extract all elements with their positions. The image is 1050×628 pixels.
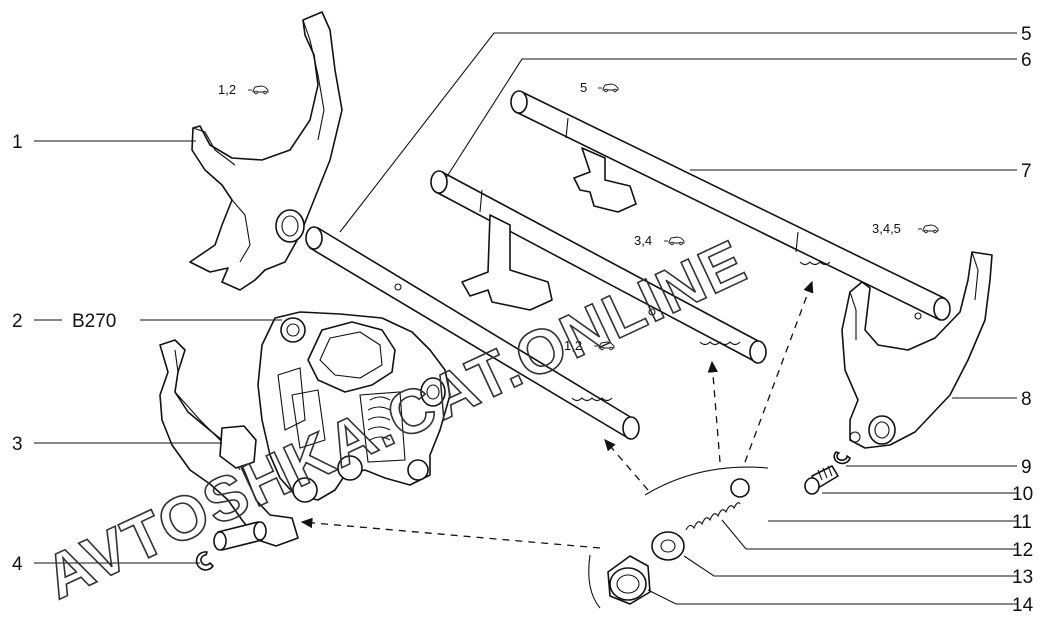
car-icon [597,83,619,93]
note-shaft-lower: 1,2 [564,338,582,353]
callout-1: 1 [12,132,23,153]
note-fork-8: 3,4,5 [872,221,901,236]
washer-13 [651,531,685,561]
callout-9: 9 [1021,457,1032,478]
callout-7: 7 [1021,161,1032,182]
callout-14: 14 [1012,595,1034,616]
callout-4: 4 [12,554,23,575]
circlip-4 [195,551,214,571]
callout-labels: 1 2 B270 3 4 5 6 7 8 9 10 11 12 13 14 [12,24,1034,616]
selector-shaft-7 [510,90,951,321]
assembly-arrows [300,280,814,609]
spring-12 [685,502,741,531]
callout-13: 13 [1012,567,1033,588]
note-shaft-6: 3,4 [634,233,652,248]
note-fork-1: 1,2 [218,82,236,97]
callout-3: 3 [12,434,23,455]
car-icon [247,85,269,95]
callout-5: 5 [1021,24,1032,45]
selector-shaft-5 [305,226,640,440]
callout-12: 12 [1012,540,1033,561]
callout-2: 2 [12,311,23,332]
part-ref-b270: B270 [72,311,116,332]
shift-fork-1 [189,11,343,291]
note-shaft-5: 5 [580,80,587,95]
selector-housing-2 [257,311,451,503]
selector-shaft-6 [430,170,767,364]
callout-8: 8 [1021,389,1032,410]
leader-lines [34,32,1017,605]
lock-washer-9 [833,451,851,465]
callout-10: 10 [1012,484,1033,505]
applicability-notes: 1,2 5 3,4 3,4,5 1,2 [218,80,939,353]
bolt-10 [804,465,839,495]
car-icon [917,224,939,234]
callout-6: 6 [1021,50,1032,71]
shift-fork-8 [841,251,993,449]
car-icon [663,236,685,246]
callout-11: 11 [1012,512,1032,533]
plug-14 [607,555,651,605]
ball-11 [730,478,750,498]
